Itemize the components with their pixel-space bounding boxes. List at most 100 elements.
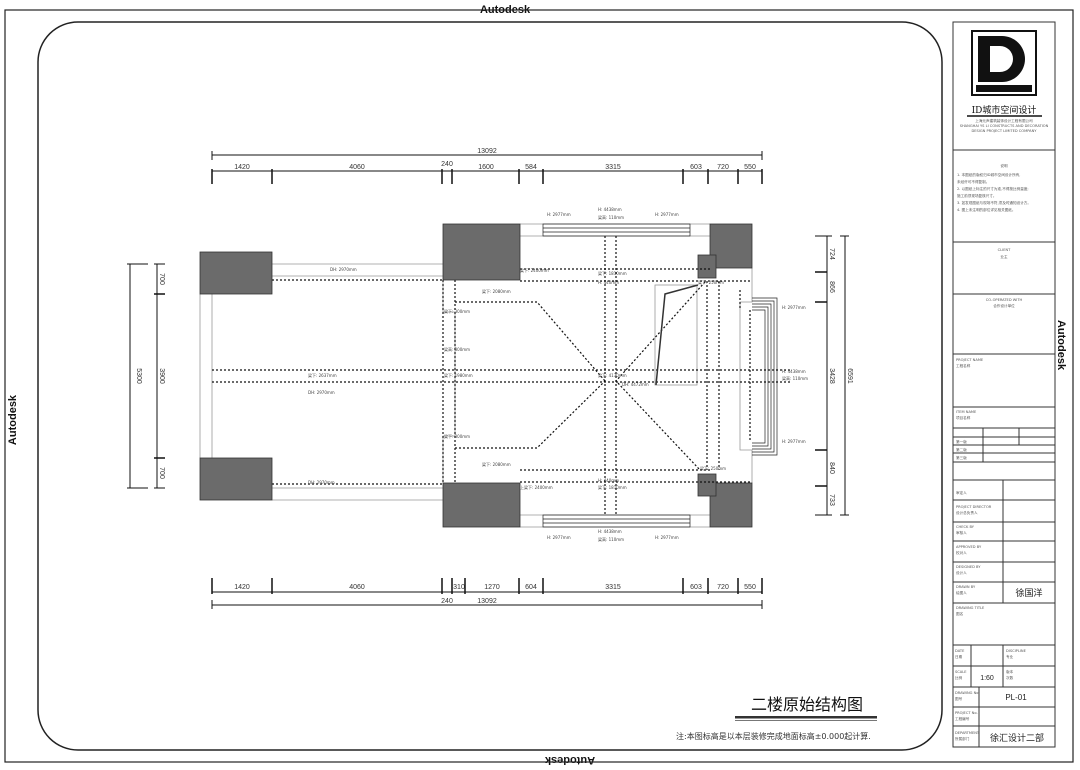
dim-right-total: 6591	[846, 368, 853, 384]
window-top	[542, 223, 691, 237]
dimension-bottom	[211, 578, 763, 609]
title-block	[952, 21, 1056, 748]
plan-label: H: 440mm	[598, 478, 619, 483]
drawing-no-label-cn: 图号	[955, 696, 963, 701]
plan-label: 梁下: 2400mm	[520, 267, 549, 273]
dim-right: 840	[828, 462, 835, 474]
dim-top-total: 13092	[477, 148, 497, 155]
dim-left-total: 5300	[135, 368, 142, 384]
company-logo	[971, 30, 1037, 96]
revision: 第二版	[956, 447, 967, 452]
dim-top: 603	[690, 164, 702, 171]
plan-label: H: 2977mm	[782, 305, 806, 310]
pillar	[199, 251, 273, 295]
dim-bottom: 1420	[234, 584, 250, 591]
row-label-cn: 校对人	[956, 550, 967, 555]
dim-top: 584	[525, 164, 537, 171]
dim-top: 4060	[349, 164, 365, 171]
plan-label: 梁高: 110mm	[598, 536, 624, 542]
plan-label: 上梁下: 2400mm	[520, 484, 553, 490]
dim-right: 724	[828, 248, 835, 260]
note-line: 2. 以图纸上标注的尺寸为准,不得按比例量度;	[957, 186, 1029, 191]
plan-label: H: 440mm	[598, 280, 619, 285]
plan-label: H: 4438mm	[598, 207, 622, 212]
stair-line	[655, 284, 699, 386]
plan-label: 梁下: 300mm	[444, 433, 470, 439]
department-label: DEPARTMENT	[955, 731, 980, 735]
project-no-label-cn: 工程编号	[955, 716, 970, 721]
dim-top: 3315	[605, 164, 621, 171]
drawing-note: 注:本图标高是以本层装修完成地面标高±0.000起计算.	[676, 731, 871, 741]
row-label: APPROVED BY	[956, 545, 982, 549]
plan-label: H: 2977mm	[655, 535, 679, 540]
pillar	[442, 223, 521, 281]
plan-label: 梁下: 250mm	[700, 465, 726, 471]
drawing-title-label: DRAWING TITLE	[956, 606, 985, 610]
coop-label: CO-OPERATED WITH	[986, 298, 1023, 302]
plan-label: H: 2977mm	[547, 535, 571, 540]
row-label-cn: 审核人	[956, 530, 967, 535]
watermark-right: Autodesk	[1055, 320, 1067, 371]
plan-label: H: 2977mm	[655, 212, 679, 217]
pillar	[442, 482, 521, 528]
plan-label: 梁下: 1980mm	[444, 372, 473, 378]
dim-top: 1600	[478, 164, 494, 171]
plan-label: H: 2977mm	[547, 212, 571, 217]
department-label-cn: 所属部门	[955, 736, 970, 741]
dim-bottom: 1270	[484, 584, 500, 591]
plan-label: DH: 2970mm	[308, 480, 335, 485]
company-sub: SHANGHAI YS LI CONSTRUCTS AND DECORATION	[960, 124, 1049, 128]
dim-left: 700	[158, 467, 165, 479]
pillar	[697, 473, 717, 497]
date-label: DATE	[955, 649, 965, 653]
date-label-cn: 日期	[955, 654, 963, 659]
plan-label: 梁高: 110mm	[598, 214, 624, 220]
plan-label: 梁下: 2637mm	[308, 372, 337, 378]
dimension-left	[127, 263, 165, 489]
dim-top: 240	[441, 161, 453, 168]
item-name-label: ITEM NAME	[956, 410, 977, 414]
dim-top: 720	[717, 164, 729, 171]
dim-bottom: 604	[525, 584, 537, 591]
dimension-top	[211, 151, 763, 184]
plan-label: DH: 4472mm	[622, 382, 649, 387]
dim-left: 700	[158, 273, 165, 285]
plan-label: DH: 2970mm	[330, 267, 357, 272]
plan-label: H: 4438mm	[782, 369, 806, 374]
note-line: 3. 如发现图纸与现场不符,须及时通知设计方。	[957, 200, 1031, 205]
revision: 第三版	[956, 455, 967, 460]
dim-bottom: 4060	[349, 584, 365, 591]
company-sub: 上海元声建筑装饰设计工程有限公司	[975, 118, 1033, 123]
notes-title: 说明	[1000, 163, 1008, 168]
row-label: CHECK BY	[956, 525, 975, 529]
pillar	[199, 457, 273, 501]
note-line: 施工前须现场复核尺寸。	[957, 193, 997, 198]
pillar	[709, 482, 753, 528]
item-name-label-cn: 项目名称	[956, 415, 971, 420]
edition-label-cn: 次数	[1006, 675, 1014, 680]
revision: 第一版	[956, 439, 967, 444]
note-line: 1. 本图纸的版权归ID城市空间设计所有,	[957, 172, 1020, 177]
plan-label: DH: 2970mm	[308, 390, 335, 395]
dim-bottom: 3315	[605, 584, 621, 591]
coop-label-cn: 合作设计单位	[993, 303, 1015, 308]
plan-label: 梁下: 300mm	[444, 308, 470, 314]
drawing-title-label-cn: 图名	[956, 611, 964, 616]
row-label: PROJECT DIRECTOR	[956, 505, 992, 509]
title-underline	[735, 720, 877, 721]
window-bottom	[542, 514, 691, 528]
department-name: 徐汇设计二部	[990, 732, 1044, 744]
dim-bottom: 720	[717, 584, 729, 591]
dim-bottom-240: 240	[441, 598, 453, 605]
bay-window	[752, 297, 778, 456]
row-label-cn: 设计总负责人	[956, 510, 978, 515]
edition-label: 版本	[1006, 669, 1014, 674]
project-name-label-cn: 工程名称	[956, 363, 971, 368]
note-line: 未经许可不得复制。	[957, 179, 989, 184]
pillar	[697, 254, 717, 279]
discipline-label-cn: 专业	[1006, 654, 1014, 659]
beam-lines	[212, 236, 790, 515]
dim-bottom: 603	[690, 584, 702, 591]
discipline-label: DISCIPLINE	[1006, 649, 1027, 653]
